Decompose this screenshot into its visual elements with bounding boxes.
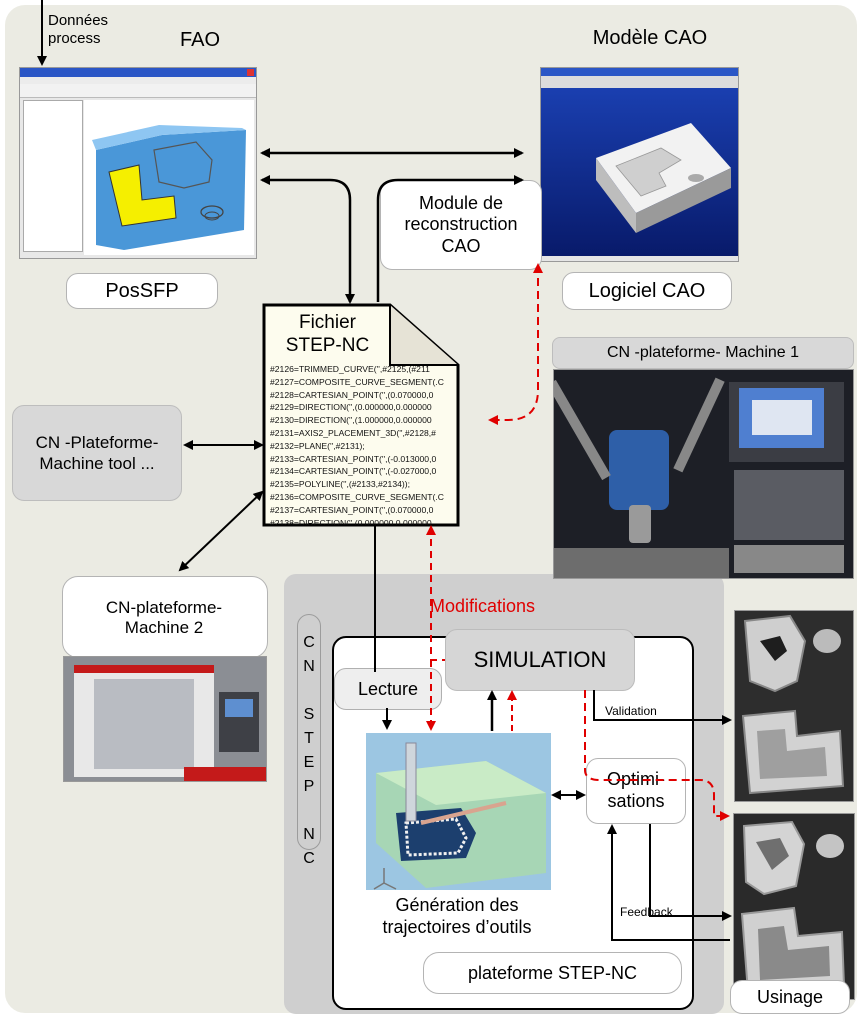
arrow-feedback [607,824,730,941]
stepnc-code-line: #2138=DIRECTION('',(0.000000,0.000000 [270,517,432,525]
part-photo-top [734,610,854,802]
arrow-red-sim-usinage [584,690,730,821]
stepnc-code-line: #2128=CARTESIAN_POINT('',(0.070000,0 [270,389,434,400]
simulation-box: SIMULATION [445,629,635,691]
machine1-photo [553,369,854,579]
module-reconstruction-box: Module de reconstruction CAO [380,180,542,270]
generation-label: Génération des trajectoires d’outils [382,895,532,937]
arrow-optim-usinage [649,824,732,921]
fichier-stepnc-title: Fichier STEP-NC [285,312,370,356]
donnees-process-label: Données process [48,12,109,47]
possfp-box: PosSFP [66,273,218,309]
validation-label: Validation [605,704,657,718]
cao-screenshot [540,67,739,262]
modifications-label: Modifications [430,596,536,616]
fao-screenshot [19,67,257,259]
cn-stepnc-letter: S [303,706,315,723]
cn-stepnc-letter: N [303,826,315,843]
stepnc-code-line: #2132=PLANE('',#2131); [270,440,365,451]
cn-stepnc-letter: E [303,754,315,771]
cn-machine2-label: CN-plateforme- Machine 2 [105,598,223,638]
optimisations-box: Optimi- sations [586,758,686,824]
machine2-photo [63,656,267,782]
stepnc-code-line: #2135=POLYLINE('',(#2133,#2134)); [270,479,410,490]
cn-stepnc-letter: C [303,634,315,651]
arrow-machine2-file [178,490,264,572]
arrow-fao-file [260,175,355,304]
stepnc-code-line: #2134=CARTESIAN_POINT('',(-0.027000,0 [270,466,437,477]
stepnc-code-line: #2133=CARTESIAN_POINT('',(-0.013000,0 [270,453,437,464]
cn-machine2-header [62,576,268,658]
cn-machine1-header: CN -plateforme- Machine 1 [552,337,854,369]
cn-stepnc-letter: N [303,658,315,675]
stepnc-code-line: #2127=COMPOSITE_CURVE_SEGMENT(.C [270,376,444,387]
stepnc-code-block: #2126=TRIMMED_CURVE('',#2125,(#211 #2127=… [270,363,458,525]
fao-label: FAO [179,29,220,51]
usinage-box: Usinage [730,980,850,1014]
lecture-box: Lecture [334,668,442,710]
toolpath-image [366,733,551,890]
plateforme-stepnc-box: plateforme STEP-NC [423,952,682,994]
arrow-red-modifications [426,525,445,661]
stepnc-code-line: #2136=COMPOSITE_CURVE_SEGMENT(.C [270,491,444,502]
stepnc-file-shape [262,303,460,527]
arrow-red-cao-machine [488,263,543,425]
logiciel-cao-box: Logiciel CAO [562,272,732,310]
arrow-validation [593,690,732,725]
stepnc-code-line: #2126=TRIMMED_CURVE('',#2125,(#211 [270,364,430,374]
stepnc-code-line: #2131=AXIS2_PLACEMENT_3D('',#2128,# [270,427,436,438]
stepnc-code-line: #2137=CARTESIAN_POINT('',(0.070000,0 [270,504,434,515]
part-photo-bottom [733,813,855,1000]
stepnc-code-line: #2130=DIRECTION('',(1.000000,0.000000 [270,415,432,426]
cn-machine-tool-box: CN -Plateforme- Machine tool ... [12,405,182,501]
arrow-file-cao [376,175,524,302]
modele-cao-label: Modèle CAO [592,27,708,49]
cn-stepnc-letter: C [303,850,315,867]
cn-stepnc-letter: P [303,778,315,795]
stepnc-code-line: #2129=DIRECTION('',(0.000000,0.000000 [270,402,432,413]
cn-stepnc-letter: T [304,730,314,747]
